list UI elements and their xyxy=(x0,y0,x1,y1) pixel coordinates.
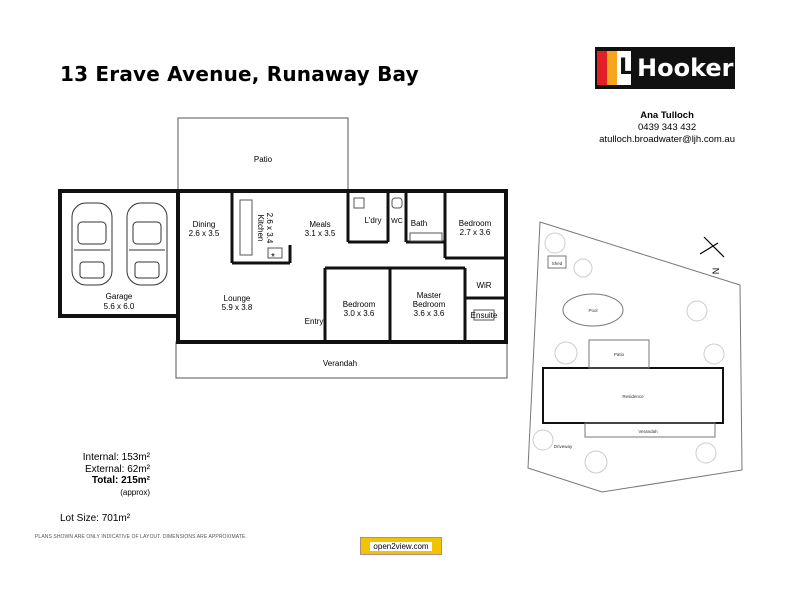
ensuite-label: Ensuite xyxy=(471,311,498,320)
kitchen-label: Kitchen xyxy=(256,215,265,242)
laundry-label: L'dry xyxy=(364,216,381,225)
agent-contact: Ana Tulloch 0439 343 432 atulloch.broadw… xyxy=(599,110,735,146)
master-label-2: Bedroom xyxy=(413,300,446,309)
internal-area: Internal: 153m² xyxy=(82,452,150,463)
bedroom-1-label: Bedroom xyxy=(459,219,492,228)
house-walls xyxy=(176,189,508,344)
north-arrow-icon xyxy=(699,236,725,258)
pool-outline xyxy=(562,293,624,327)
site-patio-label: Patio xyxy=(614,352,625,357)
agent-email[interactable]: atulloch.broadwater@ljh.com.au xyxy=(599,134,735,145)
garage-size: 5.6 x 6.0 xyxy=(104,302,135,311)
dining-label: Dining xyxy=(193,220,216,229)
bath-label: Bath xyxy=(411,219,427,228)
tree-icons xyxy=(532,232,725,474)
patio-label: Patio xyxy=(254,155,273,164)
total-area: Total: 215m² xyxy=(91,475,150,486)
lounge-label: Lounge xyxy=(224,294,251,303)
verandah-label: Verandah xyxy=(323,359,357,368)
north-label: N xyxy=(711,268,721,275)
open2view-text: open2view.com xyxy=(370,541,432,551)
lot-size: Lot Size: 701m² xyxy=(60,513,131,524)
site-plan: Shed Pool Patio Residence Verandah Drive… xyxy=(527,221,743,493)
area-summary: Internal: 153m² External: 62m² Total: 21… xyxy=(60,452,150,498)
open2view-badge[interactable]: open2view.com xyxy=(360,537,442,555)
bedroom-2-label: Bedroom xyxy=(343,300,376,309)
bathroom-fixtures xyxy=(353,197,495,321)
logo-wordmark: Hooker xyxy=(637,54,734,82)
lj-hooker-logo: LJ Hooker xyxy=(595,47,735,89)
car-icon xyxy=(126,202,168,286)
car-icon xyxy=(71,202,113,286)
meals-size: 3.1 x 3.5 xyxy=(305,229,336,238)
site-shed-label: Shed xyxy=(552,261,563,266)
site-residence-label: Residence xyxy=(622,394,644,399)
external-area: External: 62m² xyxy=(84,463,150,475)
property-address: 13 Erave Avenue, Runaway Bay xyxy=(60,62,419,86)
disclaimer: PLANS SHOWN ARE ONLY INDICATIVE OF LAYOU… xyxy=(35,534,247,540)
asterisk-mark: * xyxy=(271,252,275,263)
lounge-size: 5.9 x 3.8 xyxy=(222,303,253,312)
meals-label: Meals xyxy=(309,220,330,229)
entry-label: Entry xyxy=(305,317,324,326)
agent-phone[interactable]: 0439 343 432 xyxy=(638,122,697,133)
bedroom-2-size: 3.0 x 3.6 xyxy=(344,309,375,318)
agent-name: Ana Tulloch xyxy=(640,110,694,121)
kitchen-bench xyxy=(239,199,283,259)
interior-walls xyxy=(230,191,506,342)
bedroom-1-size: 2.7 x 3.6 xyxy=(460,228,491,237)
master-size: 3.6 x 3.6 xyxy=(414,309,445,318)
master-label: Master xyxy=(417,291,442,300)
site-pool-label: Pool xyxy=(588,308,597,313)
wc-label: WC xyxy=(391,218,403,225)
kitchen-size: 2.6 x 3.4 xyxy=(265,213,274,244)
total-approx: (approx) xyxy=(120,487,150,497)
site-driveway-label: Driveway xyxy=(554,444,573,449)
dining-size: 2.6 x 3.5 xyxy=(189,229,220,238)
wir-label: WiR xyxy=(476,281,491,290)
site-verandah-label: Verandah xyxy=(638,429,658,434)
garage-label: Garage xyxy=(106,292,133,301)
logo-mark: LJ xyxy=(595,47,641,89)
